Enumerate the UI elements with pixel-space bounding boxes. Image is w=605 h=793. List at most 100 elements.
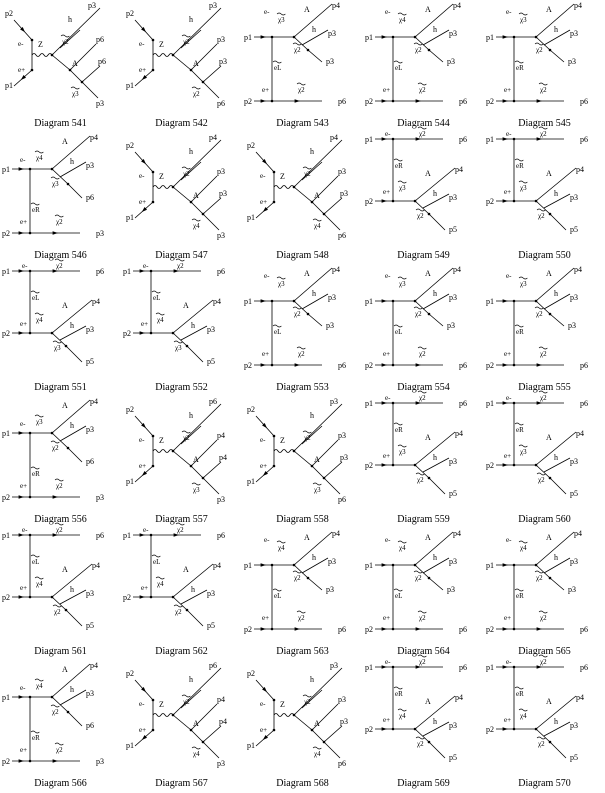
particle-label-neutralino: χ2 [540, 658, 547, 666]
fermion-arrow [260, 627, 266, 631]
particle-label-p2: p2 [126, 669, 134, 678]
particle-label-A: A [314, 191, 320, 200]
neutralino-line [51, 168, 69, 185]
particle-label-electron: e- [506, 8, 512, 16]
vertex-dot [306, 48, 310, 52]
neutralino-line [535, 728, 551, 743]
neutralino-line [67, 711, 83, 727]
neutralino-line [293, 36, 309, 51]
particle-label-positron: e+ [262, 350, 269, 358]
vertex-dot [534, 727, 538, 731]
tilde-mark [50, 704, 60, 708]
outgoing-line [202, 741, 220, 759]
diagram-caption: Diagram 556 [34, 514, 87, 525]
particle-label-A: A [425, 697, 431, 706]
particle-label-Z: Z [159, 700, 164, 709]
vertex-dot [28, 533, 32, 537]
particle-label-out: p5 [86, 357, 94, 366]
particle-label-positron: e+ [20, 482, 27, 490]
particle-label-neutralino: χ3 [278, 280, 285, 288]
outgoing-line [414, 267, 454, 302]
outgoing-line [51, 7, 101, 56]
neutralino-line [293, 714, 313, 731]
vertex-dot [292, 713, 296, 717]
particle-label-h: h [310, 675, 314, 684]
higgs-line [59, 161, 87, 178]
neutralino-line [307, 49, 323, 63]
particle-label-pbot: p2 [2, 757, 10, 766]
fermion-arrow [18, 759, 24, 763]
vertex-dot [534, 299, 538, 303]
particle-label-out: p6 [580, 399, 588, 408]
neutralino-line [67, 447, 83, 463]
particle-label-electron: e- [385, 8, 391, 16]
neutralino-line [535, 200, 551, 215]
outgoing-line [190, 43, 218, 71]
tilde-mark [413, 42, 423, 46]
tilde-mark [417, 346, 427, 350]
neutralino-line [549, 49, 565, 63]
tilde-mark [54, 742, 64, 746]
vertex-dot [28, 269, 32, 273]
tilde-mark [393, 422, 403, 426]
particle-label-neutralino: χ3 [399, 280, 406, 288]
tilde-mark [181, 34, 191, 38]
neutralino-line [311, 729, 325, 743]
tilde-mark [276, 540, 286, 544]
particle-label-h: h [554, 717, 558, 726]
particle-label-out: p3 [570, 457, 578, 466]
particle-label-out: p4 [576, 693, 584, 702]
vertex-dot [512, 463, 516, 467]
particle-label-selectron: eL [153, 558, 160, 566]
fermion-arrow [139, 269, 145, 273]
particle-label-pin: p1 [486, 399, 494, 408]
tilde-mark [417, 126, 427, 130]
tilde-mark [538, 390, 548, 394]
particle-label-out: p3 [96, 229, 104, 238]
particle-label-A: A [193, 59, 199, 68]
particle-label-out: p6 [86, 457, 94, 466]
particle-label-electron: e- [18, 40, 24, 48]
particle-label-A: A [183, 565, 189, 574]
tilde-mark [312, 482, 322, 486]
neutralino-line [414, 728, 430, 743]
outgoing-line [535, 431, 577, 466]
particle-label-pbot: p2 [365, 461, 373, 470]
higgs-line [301, 425, 323, 445]
neutralino-line [186, 345, 204, 363]
vertex-dot [391, 299, 395, 303]
tilde-mark [413, 570, 423, 574]
particle-label-p2: p2 [126, 141, 134, 150]
diagram-caption: Diagram 554 [397, 382, 450, 393]
particle-label-selectron: eL [32, 558, 39, 566]
particle-label-positron: e+ [20, 320, 27, 328]
particle-label-positron: e+ [383, 614, 390, 622]
particle-label-h: h [433, 189, 437, 198]
fermion-arrow [262, 159, 268, 165]
particle-label-neutralino: χ2 [415, 574, 422, 582]
outgoing-line [414, 695, 456, 730]
particle-label-out: p3 [340, 453, 348, 462]
tilde-mark [272, 60, 282, 64]
particle-label-neutralino: χ2 [52, 708, 59, 716]
neutralino-line [414, 464, 430, 479]
particle-label-Z: Z [159, 40, 164, 49]
particle-label-A: A [72, 59, 78, 68]
outgoing-line [535, 531, 575, 566]
fermion-arrow [139, 331, 145, 335]
particle-label-Z: Z [159, 436, 164, 445]
particle-label-out: p5 [86, 621, 94, 630]
particle-label-out: p3 [326, 321, 334, 330]
particle-label-neutralino: χ2 [304, 698, 311, 706]
fermion-arrow [52, 231, 58, 235]
particle-label-out: p4 [332, 529, 340, 538]
particle-label-neutralino: χ2 [538, 476, 545, 484]
particle-label-out: p3 [219, 57, 227, 66]
tilde-mark [417, 82, 427, 86]
particle-label-A: A [314, 455, 320, 464]
tilde-mark [155, 576, 165, 580]
